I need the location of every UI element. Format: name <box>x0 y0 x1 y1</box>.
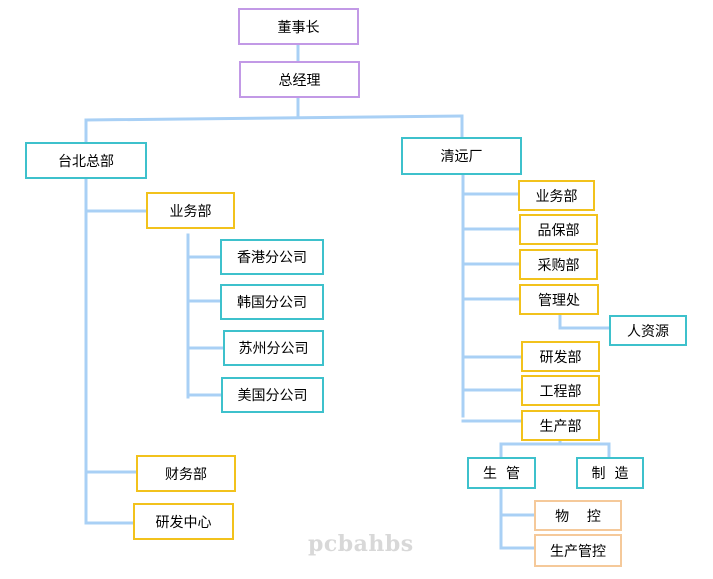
node-qy-hr: 人资源 <box>609 315 687 346</box>
node-hongkong-branch: 香港分公司 <box>220 239 324 275</box>
node-qy-management: 管理处 <box>519 284 599 315</box>
connector-top-horizontal <box>84 114 464 122</box>
node-production-control: 生 管 <box>467 457 536 489</box>
node-suzhou-branch: 苏州分公司 <box>223 330 324 366</box>
node-material-control: 物 控 <box>534 500 622 531</box>
node-general-manager: 总经理 <box>239 61 360 98</box>
node-taipei-business: 业务部 <box>146 192 235 229</box>
node-manufacturing: 制 造 <box>576 457 644 489</box>
node-production-control-mgmt: 生产管控 <box>534 534 622 567</box>
node-qy-purchasing: 采购部 <box>519 249 598 280</box>
node-qy-business: 业务部 <box>518 180 595 211</box>
node-chairman: 董事长 <box>238 8 359 45</box>
node-taipei-finance: 财务部 <box>136 455 236 492</box>
node-korea-branch: 韩国分公司 <box>220 284 324 320</box>
node-taipei-rd-center: 研发中心 <box>133 503 234 540</box>
node-qingyuan-factory: 清远厂 <box>401 137 522 175</box>
node-usa-branch: 美国分公司 <box>221 377 324 413</box>
node-taipei-hq: 台北总部 <box>25 142 147 179</box>
node-qy-production: 生产部 <box>521 410 600 441</box>
node-qy-engineering: 工程部 <box>521 375 600 406</box>
node-qy-rd: 研发部 <box>521 341 600 372</box>
node-qy-quality: 品保部 <box>519 214 598 245</box>
watermark: pcbahbs <box>308 531 414 557</box>
